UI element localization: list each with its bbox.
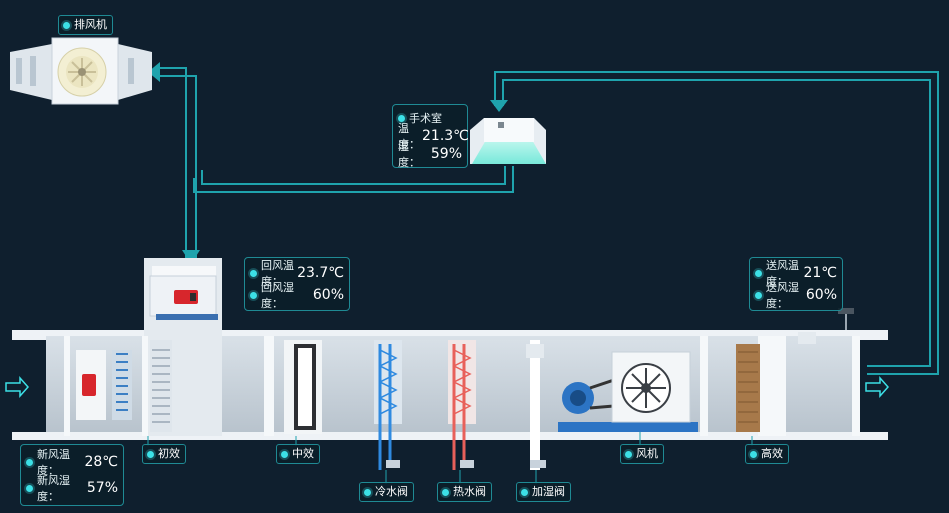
status-dot-icon	[364, 488, 371, 496]
status-dot-icon	[250, 269, 257, 277]
exhaust-duct-inner	[158, 75, 197, 260]
fresh-air-temp: 28℃	[84, 454, 118, 470]
return-duct-upper	[201, 166, 506, 185]
return-air-temp: 23.7℃	[297, 265, 344, 281]
medium-filter-label: 中效	[276, 444, 320, 464]
outlet-arrow-icon	[865, 376, 890, 398]
supply-fan	[558, 351, 698, 432]
operating-room-model	[470, 118, 546, 164]
exhaust-fan-label: 排风机	[58, 15, 113, 35]
primary-filter-label: 初效	[142, 444, 186, 464]
supply-arrow-icon	[490, 100, 508, 112]
cold-coil	[374, 340, 402, 470]
hot-coil	[448, 340, 476, 470]
exhaust-fan-unit	[10, 37, 152, 105]
fresh-air-humidity: 57%	[86, 480, 118, 496]
status-dot-icon	[26, 458, 33, 466]
status-dot-icon	[63, 21, 70, 29]
fresh-air-panel: 新风温度： 28℃ 新风湿度： 57%	[20, 444, 124, 506]
cold-water-valve-label: 冷水阀	[359, 482, 414, 502]
operating-room-humidity: 59%	[430, 146, 462, 162]
fan-label: 风机	[620, 444, 664, 464]
status-dot-icon	[625, 450, 632, 458]
return-arrow-icon	[182, 250, 200, 264]
supply-duct-inner	[494, 71, 939, 375]
return-air-panel: 回风温度： 23.7℃ 回风湿度： 60%	[244, 257, 350, 311]
humidifier-valve-label: 加湿阀	[516, 482, 571, 502]
exhaust-arrow-icon	[148, 62, 160, 82]
status-dot-icon	[755, 269, 762, 277]
inlet-arrow-icon	[5, 376, 30, 398]
return-air-humidity: 60%	[312, 287, 344, 303]
return-duct-lower	[193, 166, 514, 193]
status-dot-icon	[442, 488, 449, 496]
operating-room-panel: 手术室 温度： 21.3℃ 湿度： 59%	[392, 104, 469, 169]
supply-air-temp: 21℃	[803, 265, 837, 281]
status-dot-icon	[281, 450, 288, 458]
status-dot-icon	[521, 488, 528, 496]
status-dot-icon	[26, 484, 33, 492]
status-dot-icon	[250, 291, 257, 299]
operating-room-temp: 21.3℃	[422, 128, 469, 144]
hot-water-valve-label: 热水阀	[437, 482, 492, 502]
air-handling-unit	[12, 258, 888, 470]
supply-air-humidity: 60%	[805, 287, 837, 303]
status-dot-icon	[755, 291, 762, 299]
hepa-filter-label: 高效	[745, 444, 789, 464]
exhaust-duct-outer	[158, 67, 187, 260]
supply-air-panel: 送风温度： 21℃ 送风湿度： 60%	[749, 257, 843, 311]
status-dot-icon	[750, 450, 757, 458]
airflow-pipes	[158, 67, 939, 375]
humidifier	[526, 340, 546, 470]
status-dot-icon	[398, 114, 405, 122]
supply-duct-outer	[502, 79, 931, 367]
status-dot-icon	[147, 450, 154, 458]
